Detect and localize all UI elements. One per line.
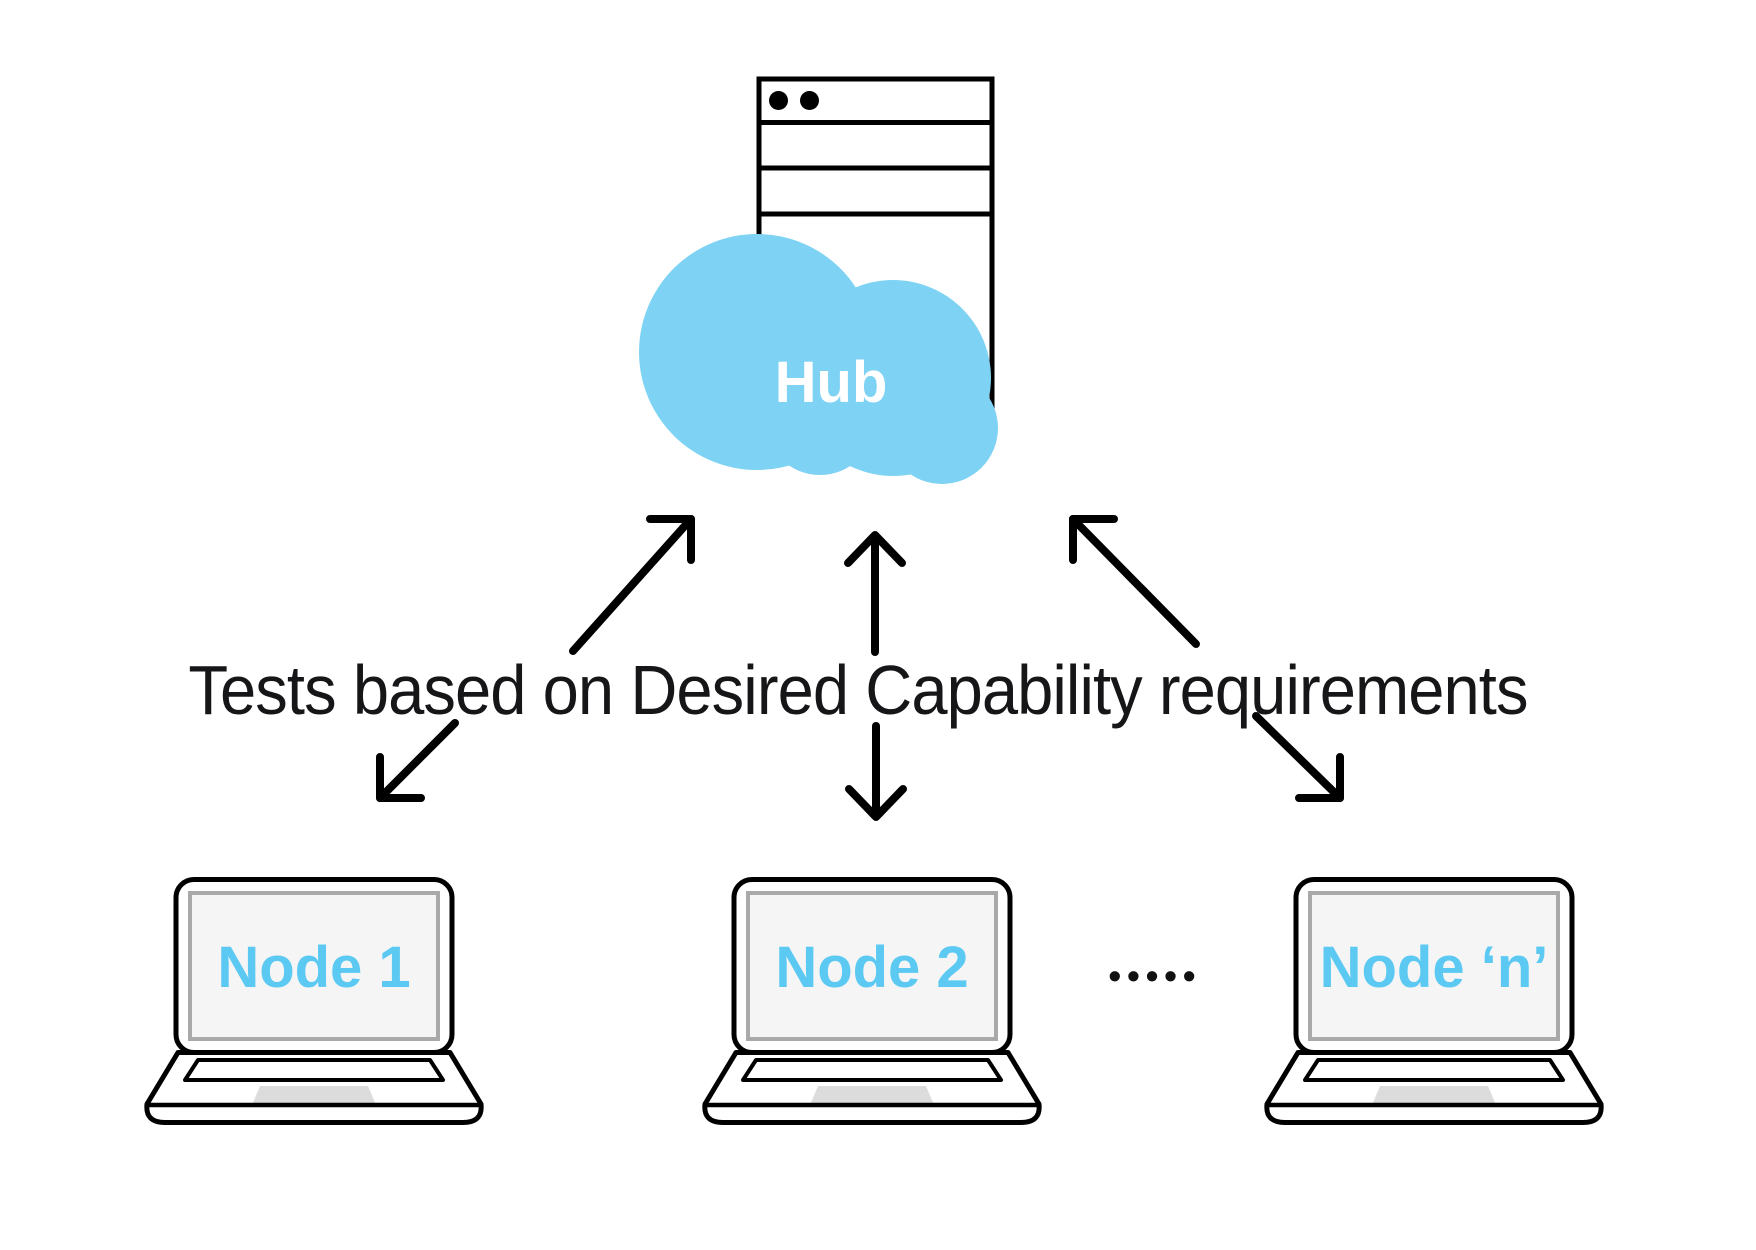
node-1-label: Node 1: [217, 935, 410, 1000]
arrow-middle-up-head: [844, 531, 906, 567]
server-led-dot: [769, 91, 788, 110]
arrow-right-down-head: [1295, 753, 1344, 802]
hub-label: Hub: [775, 350, 888, 415]
node-n-laptop-icon: [1267, 880, 1601, 1123]
cloud-lobe: [765, 365, 875, 475]
more-nodes-ellipsis: •••••: [1108, 955, 1201, 996]
arrow-left-down-head: [376, 753, 425, 802]
arrow-right-up-head: [1069, 515, 1118, 564]
node-2-laptop-icon: [705, 880, 1039, 1123]
arrow-left-up-shaft: [569, 515, 695, 655]
server-led-dot: [800, 91, 819, 110]
node-n-label: Node ‘n’: [1320, 935, 1549, 1000]
cloud-lobe: [886, 372, 998, 484]
arrow-left-up-head: [646, 515, 695, 564]
arrow-right-down-shaft: [1252, 712, 1344, 802]
node-1-laptop-icon: [147, 880, 481, 1123]
caption-text: Tests based on Desired Capability requir…: [188, 652, 1527, 730]
arrow-right-up-shaft: [1069, 515, 1200, 648]
node-2-label: Node 2: [775, 935, 968, 1000]
arrow-left-down-shaft: [376, 719, 459, 802]
arrow-middle-down-head: [845, 785, 907, 821]
hub-node-arrows: [376, 515, 1344, 821]
hub-cloud-icon: Hub: [639, 234, 998, 484]
